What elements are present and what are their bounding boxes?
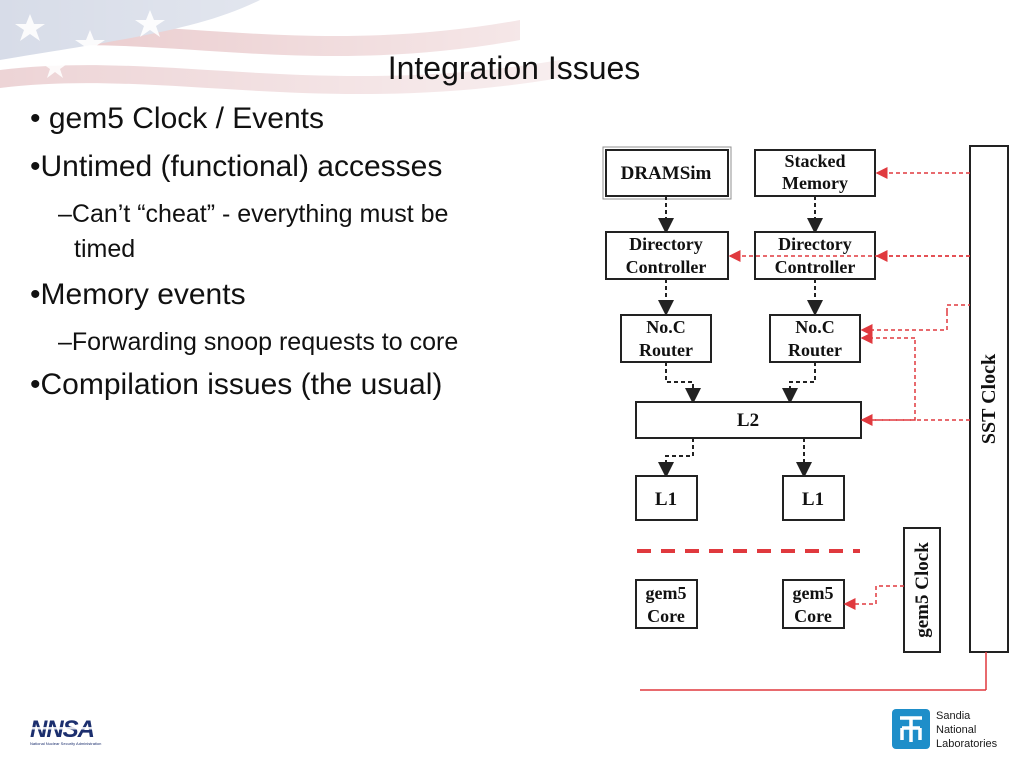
l2-cache-box: L2 (635, 401, 862, 439)
sub-bullet-item: –Forwarding snoop requests to core (58, 328, 459, 356)
sub-bullet-continuation: timed (74, 235, 136, 263)
l1-label: L1 (802, 489, 824, 510)
directory-controller-label-line1: Directory (778, 234, 852, 254)
architecture-diagram: DRAMSim Stacked Memory Directory Control… (602, 145, 1009, 691)
svg-text:Laboratories: Laboratories (936, 738, 998, 750)
noc-router-label-line1: No.C (795, 317, 835, 337)
sub-bullet-item: –Can’t “cheat” - everything must be (58, 200, 449, 228)
connectors (658, 182, 823, 478)
noc-router-label-line1: No.C (646, 317, 686, 337)
noc-router-label-line2: Router (639, 340, 693, 360)
directory-controller-label-line2: Controller (626, 257, 707, 277)
svg-text:National Nuclear Security Admi: National Nuclear Security Administration (30, 741, 101, 746)
svg-text:Sandia: Sandia (936, 710, 971, 722)
noc-router-box-right: No.C Router (769, 314, 861, 363)
directory-controller-label-line1: Directory (629, 234, 703, 254)
gem5-core-label-line2: Core (647, 606, 685, 626)
l1-cache-box-right: L1 (782, 475, 845, 521)
bullet-item: •Compilation issues (the usual) (30, 368, 443, 401)
bullet-item: • gem5 Clock / Events (30, 102, 324, 135)
dramsim-box: DRAMSim (602, 146, 732, 200)
stacked-memory-box: Stacked Memory (754, 149, 876, 197)
flag-background (0, 0, 1024, 140)
svg-text:National: National (936, 724, 976, 736)
l2-label: L2 (737, 410, 759, 431)
sandia-logo: Sandia National Laboratories (890, 706, 1010, 757)
bullet-item: •Untimed (functional) accesses (30, 150, 443, 183)
sst-clock-label: SST Clock (978, 353, 1000, 444)
gem5-core-box-left: gem5 Core (635, 579, 698, 629)
gem5-core-label-line2: Core (794, 606, 832, 626)
nnsa-logo: NNSA National Nuclear Security Administr… (30, 716, 124, 746)
noc-router-label-line2: Router (788, 340, 842, 360)
directory-controller-label-line2: Controller (775, 257, 856, 277)
l1-label: L1 (655, 489, 677, 510)
gem5-clock-label: gem5 Clock (912, 542, 933, 638)
directory-controller-box-left: Directory Controller (605, 231, 729, 280)
noc-router-box-left: No.C Router (620, 314, 712, 363)
gem5-clock-box: gem5 Clock (903, 527, 941, 653)
sst-clock-box: SST Clock (969, 145, 1009, 653)
clock-signals (640, 167, 987, 691)
gem5-core-label-line1: gem5 (646, 583, 687, 603)
stacked-memory-label-line2: Memory (782, 173, 848, 193)
dramsim-label: DRAMSim (621, 163, 712, 184)
stacked-memory-label-line1: Stacked (784, 151, 845, 171)
bullet-item: •Memory events (30, 278, 246, 311)
l1-cache-box-left: L1 (635, 475, 698, 521)
slide-title: Integration Issues (387, 50, 641, 86)
gem5-core-box-right: gem5 Core (782, 579, 845, 629)
gem5-core-label-line1: gem5 (793, 583, 834, 603)
